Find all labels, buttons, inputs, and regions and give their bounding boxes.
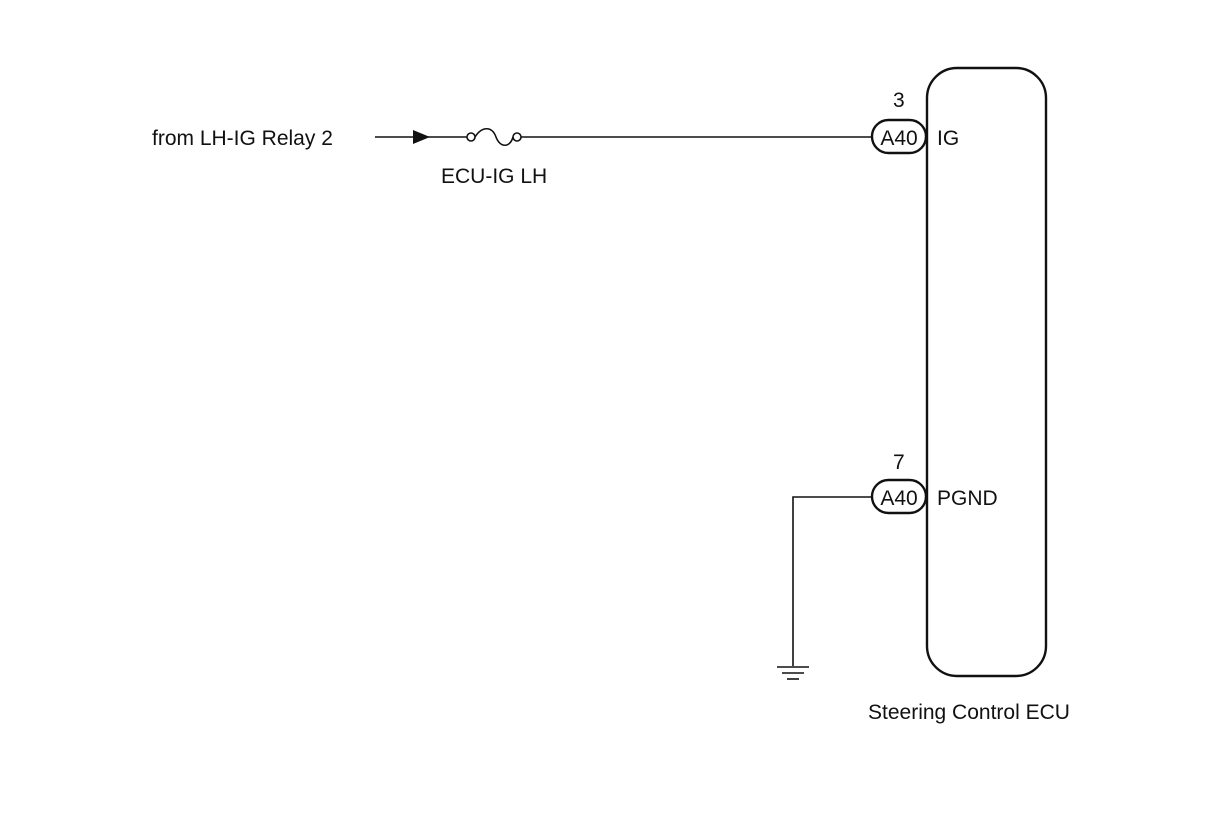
connector-a40-pin-3-label: A40 bbox=[880, 127, 917, 150]
ground-icon bbox=[777, 666, 809, 680]
ground-wire bbox=[792, 496, 873, 666]
connector-a40-pin-3 bbox=[870, 118, 928, 155]
pin-7-number: 7 bbox=[893, 451, 905, 474]
pin-pgnd-signal: PGND bbox=[937, 487, 998, 510]
pin-3-number: 3 bbox=[893, 89, 905, 112]
source-label: from LH-IG Relay 2 bbox=[152, 127, 333, 150]
fuse-label: ECU-IG LH bbox=[441, 165, 547, 188]
source-arrow-head bbox=[413, 130, 430, 144]
pin-ig-signal: IG bbox=[937, 127, 959, 150]
ecu-label: Steering Control ECU bbox=[868, 701, 1070, 724]
ecu-body bbox=[925, 66, 1048, 678]
fuse-symbol bbox=[466, 127, 522, 147]
connector-a40-pin-7-label: A40 bbox=[880, 487, 917, 510]
